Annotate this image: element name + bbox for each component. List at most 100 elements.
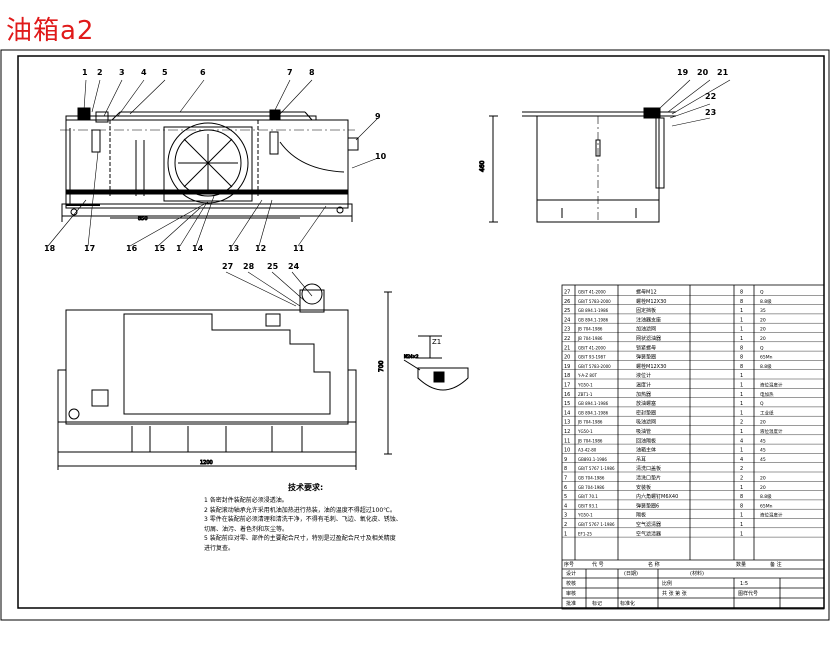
row-name: 加油滤网 (636, 326, 656, 333)
part-balloon: 15 (154, 244, 166, 253)
side-view: 460 (479, 107, 676, 223)
part-balloon: 4 (141, 68, 147, 77)
part-balloon: 14 (192, 244, 204, 253)
row-name: 锁紧螺母 (636, 344, 656, 351)
row-name: 吸油滤网 (636, 419, 656, 426)
row-name: 注油器支座 (636, 316, 661, 323)
row-name: 螺栓M12X30 (636, 363, 666, 370)
tech-requirement-line: 3 零件在装配前必须清理和清洗干净，不得有毛刺、飞边、氧化皮、锈蚀、 (204, 516, 402, 524)
row-name: 网状滤油器 (636, 335, 661, 342)
row-remark: 20 (760, 420, 766, 426)
row-code: GB 894.1-1986 (578, 410, 609, 415)
part-balloon: 28 (243, 262, 255, 271)
row-qty: 1 (740, 336, 743, 342)
tb-mark: 标记 (592, 600, 602, 607)
part-balloon: 8 (309, 68, 315, 77)
part-balloon: 2 (97, 68, 103, 77)
tb-sheet: 共 张 第 张 (662, 590, 687, 597)
plan-view-leaders (225, 271, 313, 307)
part-balloon: 23 (705, 108, 717, 117)
row-qty: 1 (740, 327, 743, 333)
row-number: 2 (564, 522, 567, 528)
row-qty: 2 (740, 476, 743, 482)
part-balloon: 12 (255, 244, 267, 253)
row-qty: 1 (740, 522, 743, 528)
row-code: ZBT1-1 (578, 392, 593, 397)
tech-heading: 技术要求: (288, 483, 324, 492)
row-code: GB/T 41-2000 (578, 345, 606, 350)
row-remark: 液位温度计 (760, 428, 783, 435)
row-code: YG50-1 (577, 383, 593, 388)
clean-port-cover (167, 122, 249, 204)
row-number: 25 (564, 308, 570, 314)
row-number: 5 (564, 494, 567, 500)
row-remark: 工业纸 (760, 409, 774, 416)
row-qty: 1 (740, 429, 743, 435)
row-name: 螺母M12 (636, 289, 657, 296)
row-number: 14 (564, 410, 570, 416)
row-number: 7 (564, 476, 567, 482)
row-number: 17 (564, 383, 570, 389)
row-remark: Q (760, 345, 764, 351)
row-number: 1 (564, 531, 567, 537)
row-code: JB 704-1986 (577, 438, 603, 443)
part-balloon: 7 (287, 68, 293, 77)
row-number: 18 (564, 373, 570, 379)
row-qty: 4 (740, 438, 743, 444)
tb-date: (日期) (624, 571, 638, 577)
row-name: 弹簧垫圈6 (636, 502, 659, 509)
svg-text:M24×2: M24×2 (404, 354, 419, 359)
row-code: GB 704-1986 (578, 485, 605, 490)
part-balloon: 25 (267, 262, 279, 271)
row-qty: 8 (740, 364, 743, 370)
row-code: GB/T 5767 1-1986 (578, 522, 615, 527)
row-code: JB 704-1986 (577, 336, 603, 341)
row-number: 8 (564, 466, 567, 472)
row-name: 空气滤清器 (636, 521, 661, 528)
row-remark: 液位温度计 (760, 382, 783, 389)
part-balloon: 19 (677, 68, 689, 77)
detail-z1: M24×2 (404, 335, 469, 391)
row-qty: 1 (740, 513, 743, 519)
row-number: 20 (564, 355, 570, 361)
tb-material: (材料) (690, 570, 704, 577)
header-name: 名 称 (648, 561, 660, 568)
row-code: GB/T 93-1987 (578, 355, 606, 360)
row-qty: 1 (740, 531, 743, 537)
row-number: 26 (564, 299, 570, 305)
row-name: 回油隔板 (636, 437, 656, 444)
row-remark: 35 (760, 308, 766, 314)
row-qty: 2 (740, 466, 743, 472)
row-remark: Q (760, 290, 764, 296)
row-name: 清洗口垫片 (636, 475, 661, 482)
header-qty: 数量 (736, 561, 746, 568)
row-code: GB/T 41-2000 (578, 290, 606, 295)
row-remark: 20 (760, 336, 766, 342)
row-code: GB/T 93.1 (578, 503, 598, 508)
row-name: 温度计 (636, 382, 651, 389)
row-number: 15 (564, 401, 570, 407)
part-balloon: 10 (375, 152, 387, 161)
row-remark: 8.8级 (760, 363, 772, 370)
row-remark: 45 (760, 448, 766, 454)
row-number: 13 (564, 420, 570, 426)
part-balloon: 1 (82, 68, 88, 77)
row-name: 油箱主体 (636, 447, 656, 454)
tb-approve: 批准 (566, 600, 576, 607)
row-code: GB/T 5767 1-1986 (578, 466, 615, 471)
tb-review: 审核 (566, 590, 576, 597)
row-code: GB/T 5783-2000 (578, 299, 611, 304)
row-qty: 2 (740, 420, 743, 426)
row-qty: 1 (740, 373, 743, 379)
row-name: 弹簧垫圈 (636, 354, 656, 361)
row-qty: 1 (740, 308, 743, 314)
row-qty: 8 (740, 355, 743, 361)
row-qty: 1 (740, 485, 743, 491)
row-number: 16 (564, 392, 570, 398)
tech-requirement-line: 5 装配前应对零、部件的主要配合尺寸，特别是过盈配合尺寸及相关精度 (204, 535, 396, 543)
row-code: JB 704-1986 (577, 327, 603, 332)
row-remark: 液位温度计 (760, 512, 783, 519)
row-remark: 65Mn (760, 355, 773, 361)
row-qty: 8 (740, 494, 743, 500)
row-name: 隔板 (636, 512, 646, 519)
